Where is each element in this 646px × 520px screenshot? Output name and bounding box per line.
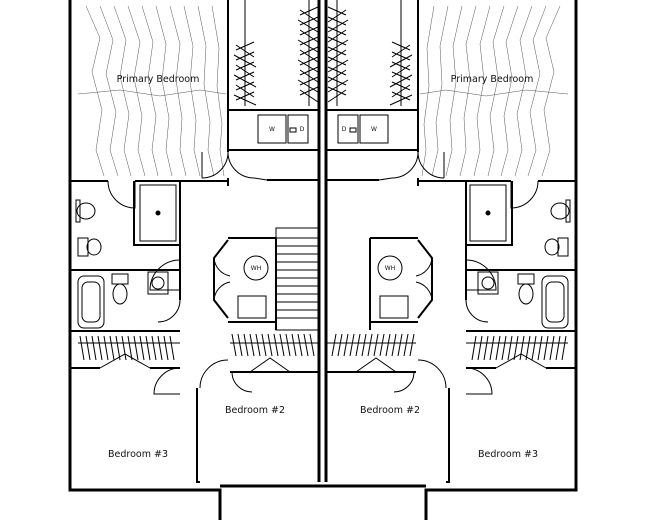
left-primary-texture [77,5,227,177]
right-primary-closet [327,0,413,106]
exterior-walls [68,0,578,520]
left-doors [107,151,268,395]
right-primary-texture [419,5,569,177]
washer-label-right: W [371,126,377,133]
primary-bedroom-label-right: Primary Bedroom [451,74,534,85]
left-closet-band [78,333,319,373]
left-laundry [257,114,309,144]
left-unit [70,0,320,483]
right-laundry [337,114,389,144]
right-unit [327,0,576,483]
left-mechanical [237,255,269,319]
dryer-label-right: D [342,126,347,133]
bedroom-3-label-right: Bedroom #3 [478,449,538,460]
right-interior-walls [327,0,576,483]
right-bath-fixtures [469,184,571,329]
primary-bedroom-label-left: Primary Bedroom [117,74,200,85]
room-labels: Primary Bedroom Primary Bedroom Bedroom … [108,74,538,460]
left-primary-closet [233,0,319,106]
bedroom-3-label-left: Bedroom #3 [108,449,168,460]
bedroom-2-label-left: Bedroom #2 [225,405,285,416]
water-heater-label-left: WH [251,265,261,272]
stair [275,227,320,331]
bedroom-2-label-right: Bedroom #2 [360,405,420,416]
washer-label-left: W [269,126,275,133]
water-heater-label-right: WH [385,265,395,272]
left-bath-fixtures [75,184,177,329]
right-doors [378,151,539,395]
right-mechanical [377,255,409,319]
right-closet-band [327,333,568,373]
dryer-label-left: D [300,126,305,133]
